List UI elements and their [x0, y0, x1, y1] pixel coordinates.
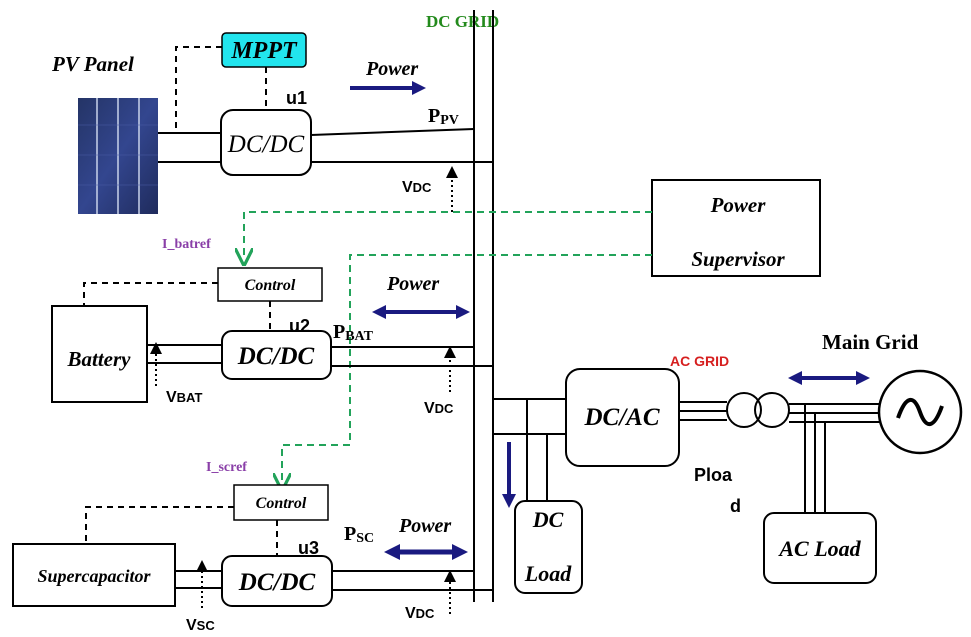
batref-dashed-line: [244, 211, 652, 257]
ac-grid-label: AC GRID: [670, 353, 729, 369]
pv-wire-top-right: [310, 128, 475, 136]
u3-label: u3: [298, 538, 319, 558]
transformer-symbol: [726, 392, 790, 428]
vsc-sense: [196, 560, 208, 608]
dc-load-line2: Load: [524, 561, 572, 586]
power-supervisor-line2: Supervisor: [691, 247, 785, 271]
vdc-label-pv: VDC: [402, 179, 432, 196]
pv-dcdc-label: DC/DC: [227, 131, 305, 158]
i-batref-label: I_batref: [162, 237, 211, 252]
dcac-box: [565, 368, 680, 467]
battery-power-label: Power: [386, 273, 439, 295]
mppt-label: MPPT: [230, 38, 298, 64]
dc-load-line1: DC: [532, 507, 564, 532]
sc-control-box: [233, 484, 329, 521]
ppv-label: PPV: [428, 105, 459, 128]
main-grid-power-arrow: [788, 371, 870, 385]
ppv-main: P: [428, 105, 440, 127]
pv-panel-label: PV Panel: [51, 52, 134, 76]
vdc-sense-sc: [444, 570, 456, 614]
u1-label: u1: [286, 88, 307, 108]
sc-power-label: Power: [398, 515, 451, 537]
supercapacitor-label: Supercapacitor: [37, 566, 151, 586]
battery-control-box: [217, 267, 323, 302]
ac-load-wires: [804, 404, 826, 513]
i-scref-label: I_scref: [206, 460, 247, 475]
sc-dcdc-label: DC/DC: [238, 569, 316, 596]
ac-load-label: AC Load: [777, 536, 861, 561]
pv-power-arrow: [350, 81, 426, 95]
vbat-label: VBAT: [166, 389, 202, 406]
sc-control-dashed: [85, 506, 234, 544]
vsc-label: VSC: [186, 617, 215, 634]
power-supervisor-line1: Power: [710, 193, 767, 217]
pv-power-label: Power: [365, 58, 418, 80]
dc-load-box: [514, 500, 583, 594]
psc-label: PSC: [344, 523, 374, 546]
pload-line2: d: [730, 496, 741, 516]
dcac-label: DC/AC: [583, 404, 659, 431]
pload-line1: Ploa: [694, 465, 733, 485]
supercapacitor-box: [12, 543, 176, 607]
vbat-sense: [150, 342, 162, 386]
ppv-sub: PV: [440, 113, 459, 128]
sc-control-label: Control: [256, 495, 307, 512]
main-grid-label: Main Grid: [822, 330, 919, 354]
pbat-label: PBAT: [333, 321, 374, 344]
battery-dcdc-label: DC/DC: [237, 343, 315, 370]
vdc-sense-pv: [446, 166, 458, 212]
ac-wires-inverter-to-transformer: [679, 401, 727, 421]
battery-control-dashed: [83, 282, 218, 306]
ac-load-box: [763, 512, 877, 584]
battery-dcdc-box: [221, 330, 332, 380]
vdc-sense-bat: [444, 346, 456, 392]
main-grid-source-icon: [877, 369, 963, 455]
pv-dcdc-box: [220, 109, 312, 176]
mppt-sense-dashed: [175, 46, 222, 133]
ac-wires-transformer-to-grid: [789, 403, 880, 423]
battery-control-label: Control: [245, 277, 296, 294]
dc-grid-label: DC GRID: [426, 12, 499, 31]
vdc-label-sc: VDC: [405, 605, 435, 622]
battery-power-arrow: [372, 305, 470, 319]
sc-power-arrow: [384, 544, 468, 560]
power-supervisor-box: [651, 179, 821, 277]
pv-panel-image: [78, 98, 158, 214]
mppt-box: [221, 32, 307, 68]
dc-load-flow-arrow: [502, 442, 516, 508]
vdc-label-bat: VDC: [424, 400, 454, 417]
battery-label: Battery: [67, 347, 132, 371]
battery-box: [51, 305, 148, 403]
scref-dashed-line: [282, 254, 652, 482]
sc-dcdc-box: [221, 555, 333, 607]
